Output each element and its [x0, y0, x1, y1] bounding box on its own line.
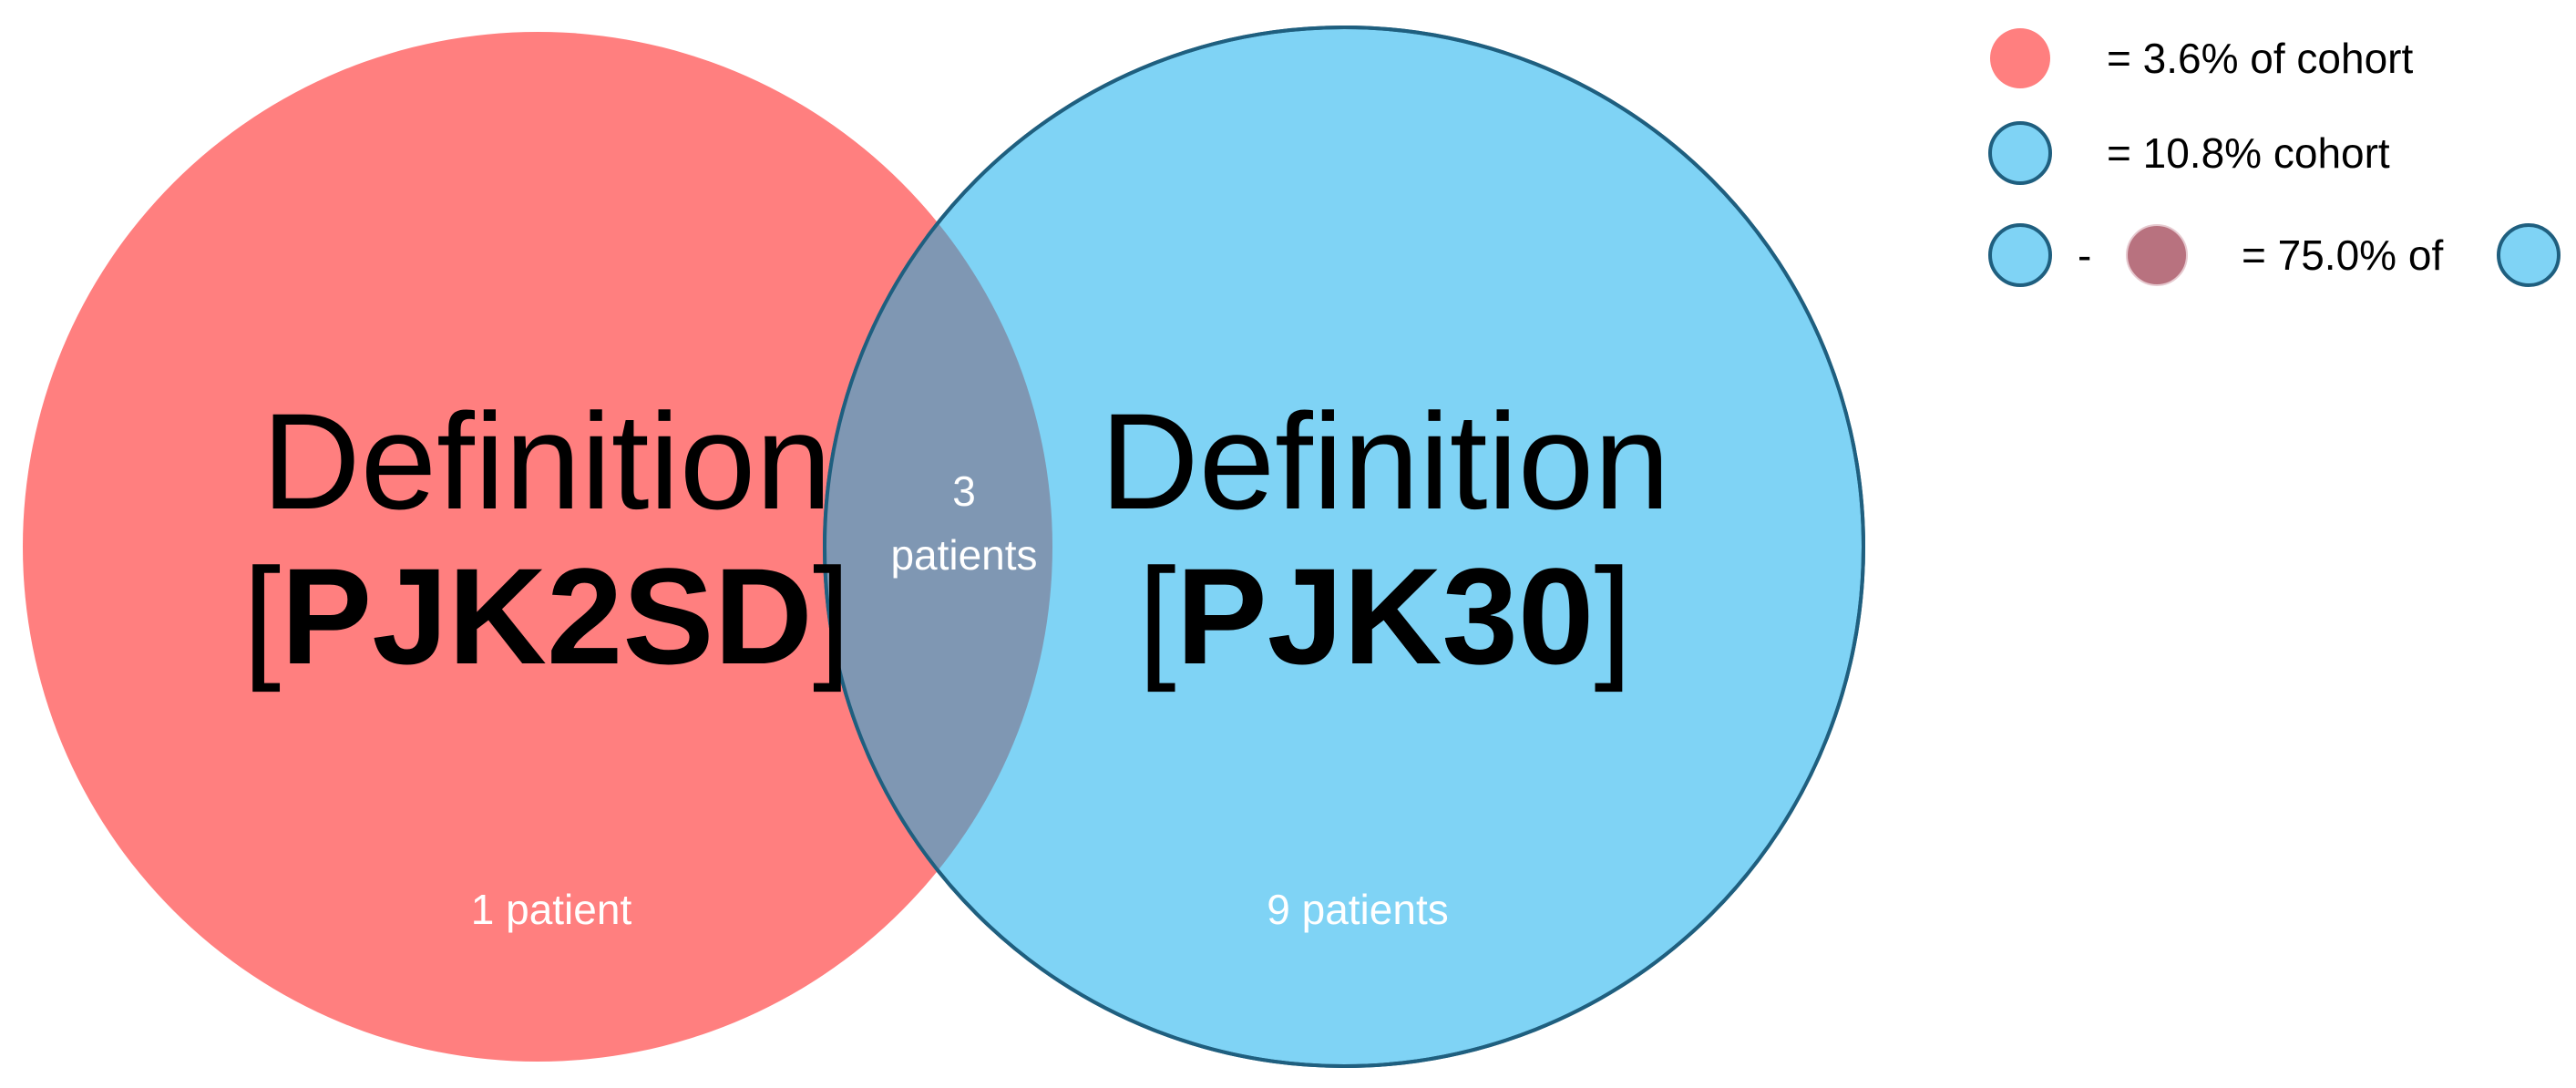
blue-circle-icon: [1988, 223, 2052, 287]
legend-item-1-text: = 3.6% of cohort: [2107, 35, 2413, 82]
set-b-bracket-open: [: [1138, 539, 1176, 693]
set-a-bracket-close: ]: [813, 539, 851, 693]
set-a-code: PJK2SD: [281, 539, 813, 693]
set-b-outline: [823, 26, 1865, 1068]
set-b-only-count: 9 patients: [1267, 886, 1448, 933]
set-a-bracket-open: [: [243, 539, 282, 693]
legend-item-3-text: = 75.0% of: [2242, 231, 2443, 279]
overlap-count-label: patients: [890, 531, 1037, 579]
legend-item-2-text: = 10.8% cohort: [2107, 129, 2390, 177]
set-a-circle: [23, 32, 1052, 1062]
red-circle-icon: [1990, 28, 2050, 88]
blue-circle-icon: [2497, 223, 2561, 287]
set-b-bracket-close: ]: [1594, 539, 1632, 693]
set-a-label-line1: Definition: [262, 385, 831, 538]
set-b-label-line1: Definition: [1100, 385, 1669, 538]
legend: = 3.6% of cohort = 10.8% cohort - = 75.0…: [1988, 28, 2561, 287]
set-b-label-code: [PJK30]: [1138, 539, 1632, 693]
set-a-label-code: [PJK2SD]: [243, 539, 851, 693]
overlap-count-number: 3: [952, 467, 976, 515]
blue-circle-icon: [1988, 121, 2052, 185]
overlap-circle-icon: [2126, 224, 2188, 286]
legend-item-3-minus: -: [2078, 231, 2091, 279]
set-a-only-count: 1 patient: [471, 886, 632, 933]
set-b-code: PJK30: [1176, 539, 1595, 693]
